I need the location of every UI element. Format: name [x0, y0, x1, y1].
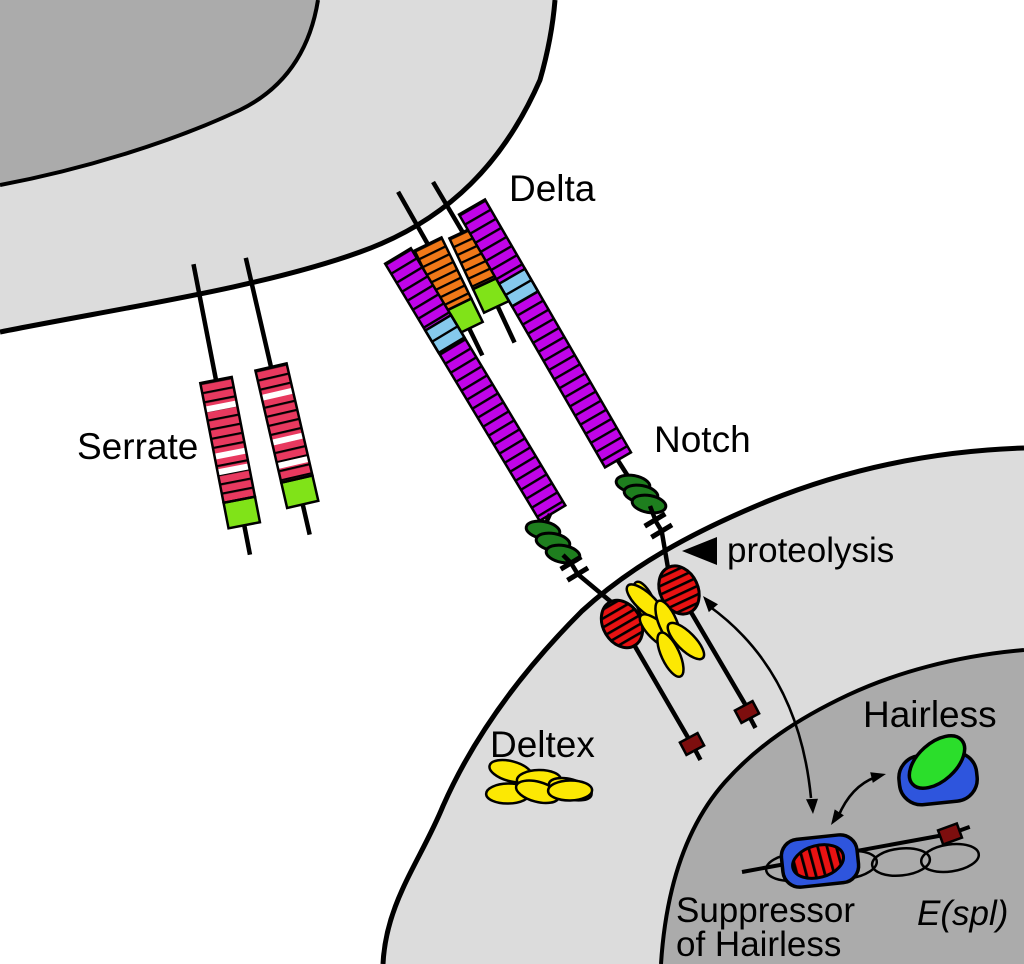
proteolysis-pointer-triangle [682, 537, 717, 565]
delta-egf-repeats [414, 237, 472, 312]
delta-stem-top [396, 190, 432, 249]
signaling-cell-nucleus-envelope [0, 0, 320, 187]
notch-outline [383, 246, 568, 523]
hairless-exchange-arrow [831, 772, 886, 825]
arrow-curve [708, 604, 813, 799]
serrate-label: Serrate [77, 426, 198, 467]
arrowhead-up [703, 596, 718, 613]
suppressor-label-line1: Suppressor [676, 891, 855, 930]
deltex-strand-ellipse [656, 631, 685, 679]
lnr-repeat [630, 493, 668, 515]
delta-stem-top [431, 180, 467, 237]
serrate-gap [217, 463, 250, 476]
serrate-gap [261, 387, 294, 401]
notch-right-membrane-region [614, 457, 674, 569]
nicd-ram-domain [599, 598, 645, 650]
notch-tail-end [733, 699, 761, 729]
hairless-label: Hairless [863, 694, 997, 735]
arrowhead-down [806, 798, 818, 814]
serrate-ligand-left [191, 263, 262, 556]
serrate-stem-bottom [241, 522, 253, 556]
deltex-free [484, 758, 594, 805]
serrate-gap [276, 455, 310, 470]
delta-label: Delta [509, 168, 596, 209]
segment-divider [504, 279, 533, 297]
serrate-outline [198, 375, 257, 505]
nicd-translocation-arrow [703, 596, 818, 814]
pest-domain [733, 699, 761, 725]
notch-intracellular-left [599, 598, 706, 761]
gene-stub [958, 824, 971, 833]
notch-tail-end [678, 731, 706, 761]
pest-domain [678, 731, 706, 757]
serrate-ligand-right [243, 257, 320, 536]
suppressor-label-line2: of Hairless [676, 925, 841, 964]
serrate-stem-top [243, 257, 275, 372]
serrate-gap [204, 400, 238, 413]
hairless-complex [897, 734, 979, 807]
dna-coil [919, 842, 981, 874]
transmembrane-line [659, 530, 671, 569]
deltex-strand-ellipse [546, 779, 594, 802]
deltex-bound [625, 580, 706, 679]
serrate-stem-top [191, 263, 219, 385]
notch-egf-repeats [459, 199, 631, 468]
notch-egf-repeats [385, 248, 566, 521]
notch-intracellular-right [657, 564, 761, 729]
proteolysis-label: proteolysis [727, 531, 894, 570]
serrate-gap [214, 447, 247, 460]
nicd-in-su-h [791, 843, 846, 880]
arrowhead-right [870, 772, 886, 783]
delta-stem-bottom [466, 325, 485, 357]
receiving-cell-nucleus-envelope [659, 648, 1024, 964]
deltex-strand-ellipse [666, 621, 706, 661]
signaling-cell [0, 0, 558, 335]
serrate-gap [271, 432, 304, 446]
notch-receptor-left [383, 246, 568, 523]
receiving-cell-membrane [380, 445, 1024, 964]
serrate-outline [253, 361, 314, 485]
serrate-stem-bottom [300, 501, 312, 536]
tail-stub [748, 717, 758, 729]
delta-stem-bottom [494, 303, 517, 344]
nicd-ram-domain [657, 564, 701, 616]
espl-label: E(spl) [917, 894, 1008, 933]
su-h-complex [779, 833, 861, 889]
delta-egf-repeats [449, 225, 501, 290]
segment-divider [431, 325, 459, 343]
linker [647, 505, 658, 520]
hairless-protein [907, 734, 967, 790]
signaling-cell-nucleus [0, 0, 318, 185]
arrowhead-left [831, 809, 844, 825]
dna-coil [870, 846, 932, 878]
nucleus-contents [703, 596, 981, 889]
deltex-label: Deltex [490, 724, 595, 765]
tail-stub [693, 749, 703, 761]
notch-label: Notch [654, 419, 751, 460]
signaling-cell-membrane [0, 0, 558, 335]
gene-box [936, 821, 964, 847]
espl-gene-end [936, 821, 971, 847]
